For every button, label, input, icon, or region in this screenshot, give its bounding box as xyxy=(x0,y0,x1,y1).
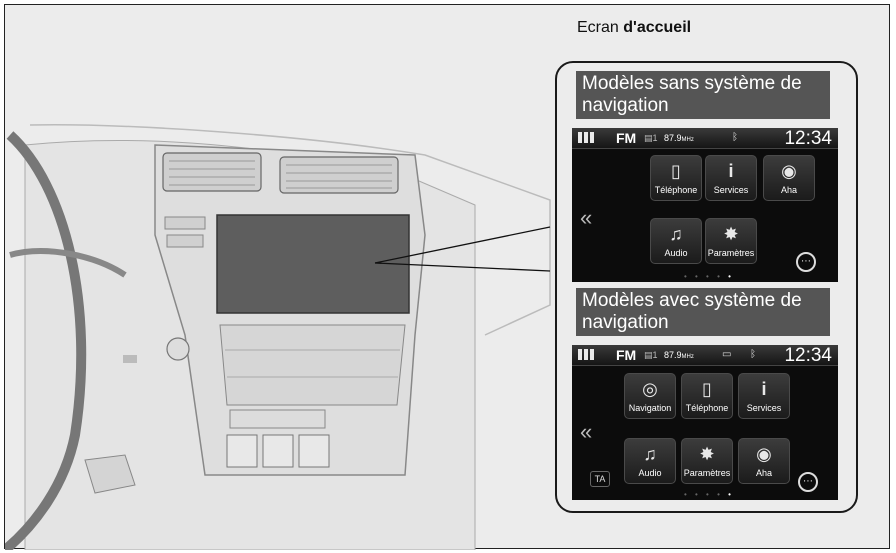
home-screen-with-nav: FM ▤1 87.9MHz ▭ ᛒ 12:34 ◎ Navigation ▯ T… xyxy=(572,345,838,500)
phone-icon: ▯ xyxy=(702,379,712,399)
tile-parametres[interactable]: ✸ Paramètres xyxy=(681,438,733,484)
info-icon: i xyxy=(761,379,767,399)
tile-parametres[interactable]: ✸ Paramètres xyxy=(705,218,757,264)
music-note-icon: ♫ xyxy=(669,224,683,244)
bluetooth-icon: ᛒ xyxy=(750,349,756,360)
tile-navigation[interactable]: ◎ Navigation xyxy=(624,373,676,419)
home-grid-icon[interactable] xyxy=(578,349,594,360)
frequency-readout: 87.9MHz xyxy=(664,133,694,143)
page-indicator: • • • • • xyxy=(684,272,734,281)
signal-icon: ▭ xyxy=(722,349,732,360)
tile-audio[interactable]: ♫ Audio xyxy=(624,438,676,484)
model-label-without-nav: Modèles sans système de navigation xyxy=(576,71,830,119)
tile-aha[interactable]: ◉ Aha xyxy=(763,155,815,201)
tile-telephone[interactable]: ▯ Téléphone xyxy=(681,373,733,419)
tile-services[interactable]: i Services xyxy=(738,373,790,419)
model-label-with-nav: Modèles avec système de navigation xyxy=(576,288,830,336)
tile-aha[interactable]: ◉ Aha xyxy=(738,438,790,484)
music-note-icon: ♫ xyxy=(643,444,657,464)
tile-telephone[interactable]: ▯ Téléphone xyxy=(650,155,702,201)
info-icon: i xyxy=(728,161,734,181)
back-chevron-icon[interactable]: « xyxy=(580,205,593,230)
apps-menu-icon[interactable]: ⋯ xyxy=(796,252,816,272)
back-chevron-icon[interactable]: « xyxy=(580,419,593,444)
page-indicator: • • • • • xyxy=(684,490,734,499)
band-label: FM xyxy=(616,347,637,363)
preset-indicator: ▤1 xyxy=(644,133,658,143)
aha-icon: ◉ xyxy=(756,444,772,464)
band-label: FM xyxy=(616,130,637,146)
preset-indicator: ▤1 xyxy=(644,350,658,360)
dashboard-illustration xyxy=(5,124,551,550)
tile-services[interactable]: i Services xyxy=(705,155,757,201)
clock: 12:34 xyxy=(784,345,832,366)
gear-icon: ✸ xyxy=(699,444,715,464)
gear-icon: ✸ xyxy=(723,224,739,244)
clock: 12:34 xyxy=(784,128,832,149)
figure-frame: Ecran d'accueil Modèles sans système de … xyxy=(4,4,890,550)
home-grid-icon[interactable] xyxy=(578,132,594,143)
bluetooth-icon: ᛒ xyxy=(732,132,738,143)
frequency-readout: 87.9MHz xyxy=(664,350,694,360)
status-bar: FM ▤1 87.9MHz ᛒ 12:34 xyxy=(572,128,838,149)
status-bar: FM ▤1 87.9MHz ▭ ᛒ 12:34 xyxy=(572,345,838,366)
tile-audio[interactable]: ♫ Audio xyxy=(650,218,702,264)
apps-menu-icon[interactable]: ⋯ xyxy=(798,472,818,492)
page-title: Ecran d'accueil xyxy=(577,19,692,36)
home-screen-without-nav: FM ▤1 87.9MHz ᛒ 12:34 ▯ Téléphone i Serv… xyxy=(572,128,838,282)
compass-icon: ◎ xyxy=(642,379,658,399)
phone-icon: ▯ xyxy=(671,161,681,181)
aha-icon: ◉ xyxy=(781,161,797,181)
ta-button[interactable]: TA xyxy=(590,471,610,487)
